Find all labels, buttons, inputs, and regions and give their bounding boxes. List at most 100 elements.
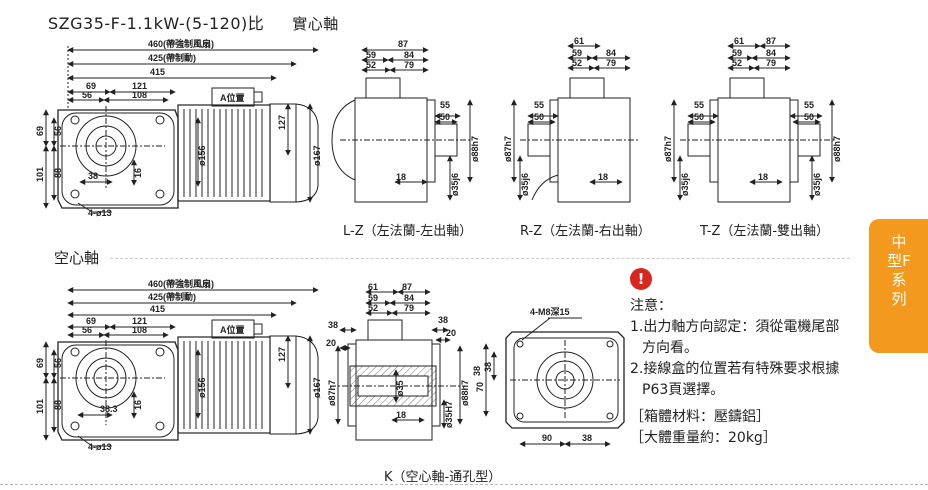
b-bolt-label: 4-ø13 bbox=[88, 442, 112, 452]
tz-dim-18: 18 bbox=[758, 172, 768, 182]
series-side-tab[interactable]: 中型F系列 bbox=[869, 219, 928, 353]
tz-dim-55: 55 bbox=[694, 100, 704, 110]
lz-dim-50: 50 bbox=[440, 112, 450, 122]
k-dim-35: ø35 bbox=[395, 380, 405, 396]
b-dim-460: 460(帶強制風扇) bbox=[148, 278, 214, 289]
k-dim-38v: 38 bbox=[472, 366, 482, 376]
k-end-dim-70: 70 bbox=[475, 382, 485, 392]
k-dim-52: 52 bbox=[368, 303, 378, 313]
b-dim-101: 101 bbox=[35, 399, 45, 414]
b-dim-69: 69 bbox=[86, 316, 96, 326]
lz-dim-52: 52 bbox=[366, 60, 376, 70]
lz-dim-79: 79 bbox=[404, 60, 414, 70]
tz-dim-52: 52 bbox=[732, 58, 742, 68]
spec-weight: ［大體重量約：20kg］ bbox=[630, 430, 777, 446]
bolt-label: 4-ø13 bbox=[88, 208, 112, 218]
k-dim-20l: 20 bbox=[326, 338, 336, 348]
dim-56v: 56 bbox=[53, 126, 63, 136]
rz-dim-55: 55 bbox=[534, 100, 544, 110]
k-dim-88h7: ø88h7 bbox=[460, 380, 470, 406]
b-terminal-box-label: A位置 bbox=[220, 324, 245, 335]
k-end-dim-labels: 4-M8深15 38 70 90 38 bbox=[475, 306, 592, 443]
lz-dim-55: 55 bbox=[440, 100, 450, 110]
b-dim-108: 108 bbox=[132, 325, 147, 335]
k-dim-87: 87 bbox=[402, 282, 412, 292]
caption-rz: R-Z（左法蘭-右出軸） bbox=[520, 224, 651, 239]
dim-156: ø156 bbox=[197, 145, 207, 166]
lz-dim-87: 87 bbox=[398, 39, 408, 49]
section-divider bbox=[110, 258, 850, 259]
note-item-2: 2.接線盒的位置若有特殊要求根據 bbox=[630, 361, 840, 377]
tz-dim-87: 87 bbox=[766, 36, 776, 46]
tz-dim-87h7: ø87h7 bbox=[663, 136, 673, 162]
top-motor-dim-labels: 460(帶強制風扇) 425(帶制動) 415 69 56 121 108 38… bbox=[35, 38, 322, 218]
rz-dim-50: 50 bbox=[534, 112, 544, 122]
note-item-1-cont: 方向看。 bbox=[642, 340, 698, 356]
rz-dim-35j6: ø35j6 bbox=[520, 173, 530, 196]
notes-heading: 注意： bbox=[630, 298, 672, 314]
tz-dim-59: 59 bbox=[732, 48, 742, 58]
lz-dim-18: 18 bbox=[396, 172, 406, 182]
b-dim-56: 56 bbox=[82, 325, 92, 335]
rz-dim-labels: 61 59 84 52 79 55 50 18 ø87h7 ø35j6 bbox=[503, 36, 616, 196]
terminal-box-label: A位置 bbox=[220, 92, 245, 103]
tz-dim-50r: 50 bbox=[804, 112, 814, 122]
rz-dim-84: 84 bbox=[606, 48, 616, 58]
dim-88: 88 bbox=[53, 168, 63, 178]
rz-view bbox=[511, 43, 640, 203]
dim-16: 16 bbox=[133, 168, 143, 178]
dim-69: 69 bbox=[86, 81, 96, 91]
note-item-2-cont: P63頁選擇。 bbox=[642, 382, 725, 398]
k-end-bolt-label: 4-M8深15 bbox=[530, 306, 570, 317]
note-item-1: 1.出力軸方向認定：須從電機尾部 bbox=[630, 319, 840, 335]
top-motor-view bbox=[43, 46, 319, 213]
k-view bbox=[330, 289, 466, 441]
warning-icon: ! bbox=[630, 268, 652, 290]
k-end-dim-38v: 38 bbox=[483, 362, 493, 372]
dim-108: 108 bbox=[132, 90, 147, 100]
series-side-tab-label: 中型F系列 bbox=[887, 233, 911, 308]
k-dim-84: 84 bbox=[404, 293, 414, 303]
k-dim-20r: 20 bbox=[446, 328, 456, 338]
caption-tz: T-Z（左法蘭-雙出軸） bbox=[700, 224, 830, 239]
dim-101: 101 bbox=[35, 167, 45, 182]
tz-dim-84: 84 bbox=[766, 48, 776, 58]
k-dim-38r: 38 bbox=[438, 315, 448, 325]
b-dim-415: 415 bbox=[150, 304, 165, 314]
rz-dim-18: 18 bbox=[598, 172, 608, 182]
k-end-view bbox=[483, 317, 625, 447]
k-end-dim-38: 38 bbox=[582, 433, 592, 443]
tz-dim-labels: 61 87 59 84 52 79 55 50 55 50 18 ø87h7 ø… bbox=[663, 36, 842, 196]
rz-dim-87h7: ø87h7 bbox=[503, 136, 513, 162]
b-dim-425: 425(帶制動) bbox=[148, 291, 196, 302]
spec-material: ［箱體材料：壓鑄鋁］ bbox=[630, 409, 770, 425]
rz-dim-52: 52 bbox=[572, 58, 582, 68]
page-title: SZG35-F-1.1kW-(5-120)比實心軸 bbox=[48, 14, 339, 33]
rz-dim-59: 59 bbox=[572, 48, 582, 58]
rz-dim-79: 79 bbox=[606, 58, 616, 68]
lz-dim-84: 84 bbox=[404, 50, 414, 60]
k-dim-35h7: ø35H7 bbox=[444, 401, 454, 428]
dim-415: 415 bbox=[150, 67, 165, 77]
tz-dim-35j6r: ø35j6 bbox=[812, 173, 822, 196]
dim-460: 460(帶強制風扇) bbox=[148, 38, 214, 49]
tz-dim-35j6: ø35j6 bbox=[680, 173, 690, 196]
bottom-motor-view bbox=[43, 287, 319, 447]
lz-dim-59: 59 bbox=[366, 50, 376, 60]
b-dim-38: 38.3 bbox=[100, 404, 118, 414]
caption-lz: L-Z（左法蘭-左出軸） bbox=[343, 224, 473, 239]
lz-dim-35j6: ø35j6 bbox=[450, 173, 460, 196]
k-dim-87h7: ø87h7 bbox=[327, 380, 337, 406]
b-dim-127: 127 bbox=[277, 347, 287, 362]
b-dim-69v: 69 bbox=[35, 358, 45, 368]
tz-dim-61: 61 bbox=[734, 36, 744, 46]
dim-121: 121 bbox=[132, 81, 147, 91]
bottom-motor-dim-labels: 460(帶強制風扇) 425(帶制動) 415 69 56 121 108 38… bbox=[35, 278, 322, 452]
section-heading-hollow: 空心軸 bbox=[54, 249, 100, 267]
page-subtitle: 實心軸 bbox=[292, 15, 339, 33]
caption-k: K（空心軸-通孔型） bbox=[384, 470, 502, 485]
k-dim-79: 79 bbox=[404, 303, 414, 313]
notes-panel: 注意： 1.出力軸方向認定：須從電機尾部 方向看。 2.接線盒的位置若有特殊要求… bbox=[630, 296, 865, 449]
dim-127: 127 bbox=[277, 115, 287, 130]
